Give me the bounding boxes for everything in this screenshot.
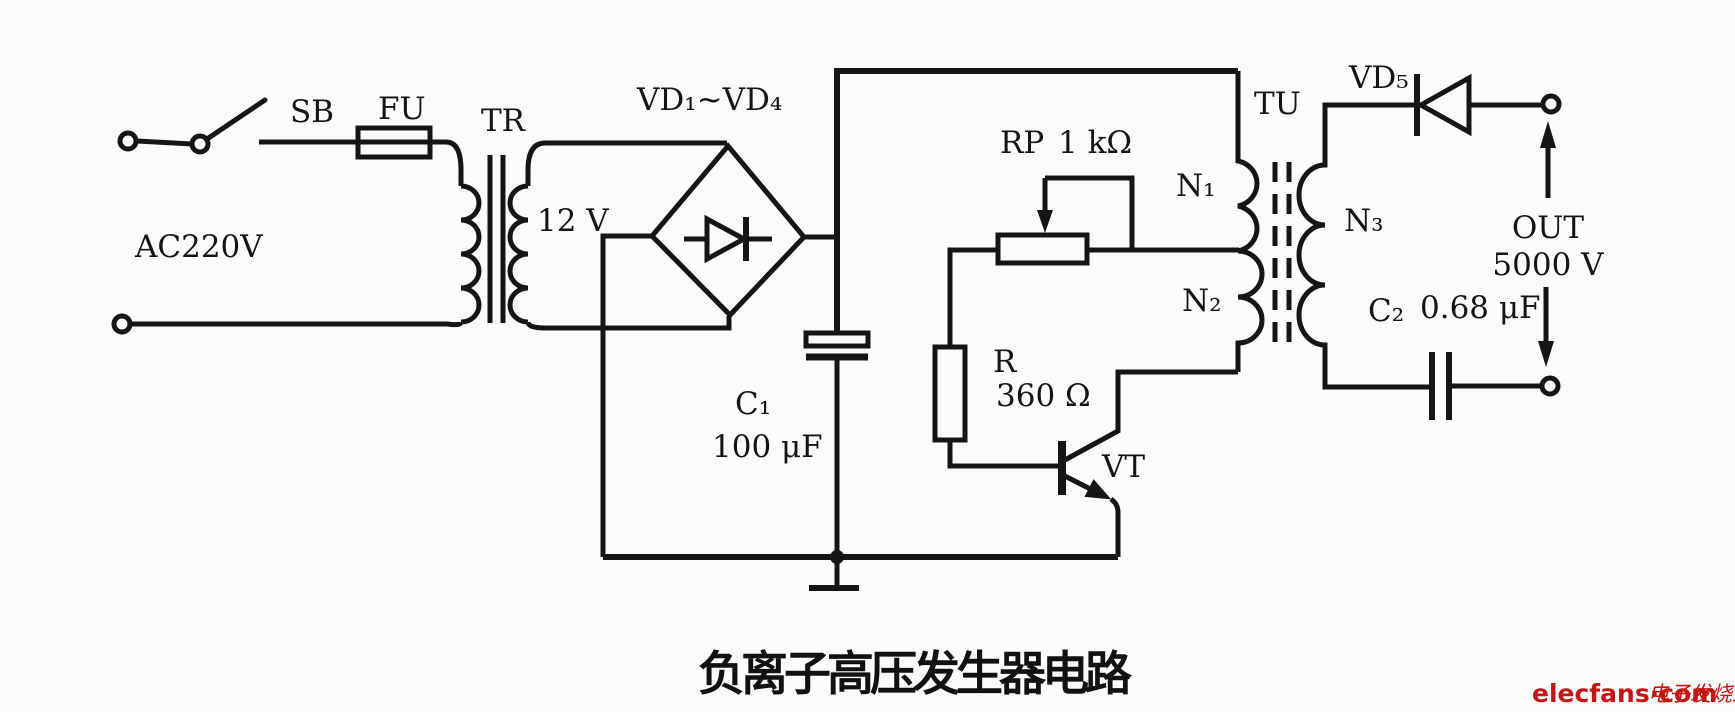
rp-value-label: 1 kΩ <box>1058 125 1132 161</box>
tr-secondary-winding-icon <box>507 183 529 325</box>
output-terminal-bottom-icon <box>1539 375 1561 397</box>
n2-winding-label: N₂ <box>1182 283 1222 319</box>
wire-emitter-to-ground <box>1109 496 1121 557</box>
rp-name-label: RP <box>1000 125 1044 161</box>
tr-primary-winding-icon <box>460 183 482 325</box>
transformer-tu-section: TU N₁ N₂ N₃ <box>1176 71 1432 390</box>
c2-name-label: C₂ <box>1368 293 1404 329</box>
diagram-title: 负离子高压发生器电路 <box>698 647 1133 702</box>
fuse-fu-symbol <box>355 125 433 160</box>
c1-value-label: 100 μF <box>712 429 823 465</box>
transformer-tr-label: TR <box>481 103 527 139</box>
ac-terminal-top-icon <box>117 130 139 152</box>
vd5-diode-triangle-icon <box>1415 73 1472 137</box>
transformer-tu-label: TU <box>1254 86 1301 122</box>
r-value-label: 360 Ω <box>996 378 1091 414</box>
ac-source-label: AC220V <box>134 229 263 265</box>
output-arrow-up-icon <box>1540 121 1556 148</box>
wire-rp-wiper-loop <box>1045 175 1135 250</box>
watermark-brand-cn: 电子发烧友 <box>1648 682 1735 706</box>
tu-winding-n3-icon <box>1296 102 1432 390</box>
wire-bridge-negative-to-ground <box>600 233 652 557</box>
filter-capacitor-c1-section: C₁ 100 μF <box>712 330 871 591</box>
wire-switch-to-transformer <box>259 139 464 186</box>
bridge-diamond-icon <box>648 142 808 319</box>
vd5-label: VD₅ <box>1348 60 1409 96</box>
out-voltage-label: 5000 V <box>1492 247 1604 283</box>
potentiometer-rp-body-icon <box>995 232 1090 266</box>
vt-collector-lead <box>1061 369 1238 464</box>
watermark-brand: elecfans·com <box>1532 679 1717 708</box>
r-name-label: R <box>993 344 1018 380</box>
tr-secondary-voltage-label: 12 V <box>537 203 609 239</box>
vt-emitter-arrow-icon <box>1084 479 1112 500</box>
ac-terminal-bottom-icon <box>111 313 133 335</box>
switch-sb-blade-icon <box>204 97 268 142</box>
ac-input-section: AC220V SB FU <box>111 91 464 335</box>
wire-positive-rail-top-bus <box>834 68 1238 333</box>
watermark: elecfans·com 电子发烧友 <box>1532 679 1735 708</box>
c2-value-label: 0.68 μF <box>1420 290 1541 326</box>
output-arrow-down-icon <box>1538 341 1554 367</box>
c1-name-label: C₁ <box>735 386 771 422</box>
bridge-diode-triangle-icon <box>704 214 750 264</box>
n3-winding-label: N₃ <box>1344 203 1384 239</box>
output-stage-section: VD₅ OUT 5000 V C₂ 0.68 μF <box>1348 60 1604 420</box>
rp-wiper-arrow-icon <box>1037 210 1053 233</box>
resistor-r-body-icon <box>932 344 968 443</box>
switch-pivot-icon <box>189 133 211 155</box>
fuse-fu-label: FU <box>378 91 426 127</box>
wire-ac-return <box>131 321 464 328</box>
oscillator-section: RP 1 kΩ R 360 Ω VT <box>932 125 1239 557</box>
switch-sb-label: SB <box>290 94 334 130</box>
n1-winding-label: N₁ <box>1176 168 1216 204</box>
tu-winding-n1-icon <box>1235 71 1260 254</box>
wire-secondary-top <box>525 140 727 186</box>
bridge-rectifier-section: VD₁~VD₄ <box>600 82 837 557</box>
wire-r-to-base <box>947 440 1058 469</box>
transformer-tr-section: TR 12 V <box>460 103 732 331</box>
out-label: OUT <box>1512 210 1585 246</box>
bridge-rectifier-label: VD₁~VD₄ <box>636 82 782 118</box>
output-terminal-top-icon <box>1540 93 1562 115</box>
wire-rp-to-r <box>947 247 998 347</box>
tu-winding-n2-icon <box>1235 248 1265 372</box>
c1-positive-plate-icon <box>803 330 871 349</box>
wire-secondary-bottom <box>525 316 732 331</box>
dc-rails <box>603 68 1238 560</box>
wire-terminal-to-switch <box>136 138 193 147</box>
vt-label: VT <box>1101 449 1145 485</box>
